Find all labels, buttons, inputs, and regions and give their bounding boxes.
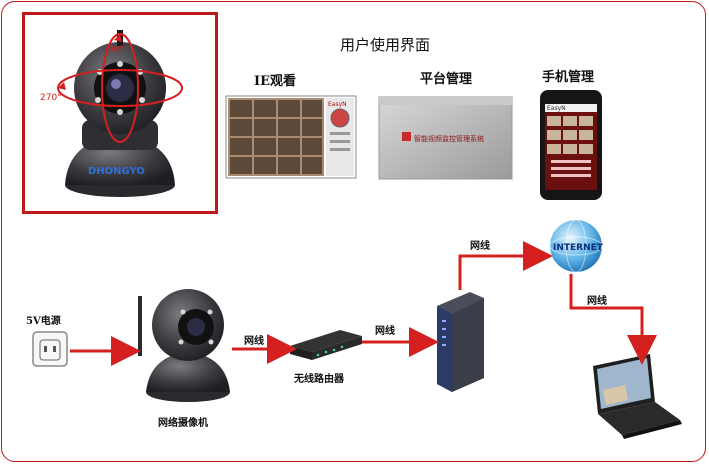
phone-brand-text: EasyN — [547, 105, 566, 112]
power-outlet-icon — [32, 331, 68, 367]
mobile-label: 手机管理 — [542, 70, 595, 85]
platform-label: 平台管理 — [420, 72, 473, 87]
power-label: 5V电源 — [26, 316, 61, 327]
mobile-phone — [540, 90, 602, 200]
network-camera — [138, 289, 230, 402]
page-title: 用户使用界面 — [340, 36, 431, 54]
laptop — [593, 354, 682, 439]
degree-270-label: 270° — [40, 93, 62, 103]
brand-text: DHONGYO — [88, 166, 145, 177]
ie-view-label: IE观看 — [254, 74, 296, 89]
camera-label: 网络摄像机 — [158, 418, 208, 429]
degree-90-label: 90° — [108, 45, 124, 55]
cable-label-3: 网线 — [470, 241, 490, 252]
ie-view-screen — [225, 95, 357, 179]
arrow-modem-to-internet — [458, 241, 553, 290]
arrow-internet-to-laptop — [569, 274, 657, 365]
cable-label-2: 网线 — [375, 326, 395, 337]
showcase-camera — [57, 30, 183, 197]
wireless-router — [290, 330, 362, 360]
platform-screen — [378, 96, 513, 180]
ie-brand-text: EasyN — [328, 101, 347, 108]
internet-label: INTERNET — [553, 243, 604, 253]
cable-label-4: 网线 — [587, 296, 607, 307]
platform-screen-text: 智能视频监控管理系统 — [414, 134, 484, 143]
cable-label-1: 网线 — [244, 336, 264, 347]
internet-globe-icon — [549, 219, 603, 273]
router-label: 无线路由器 — [294, 374, 344, 385]
modem — [437, 292, 484, 392]
